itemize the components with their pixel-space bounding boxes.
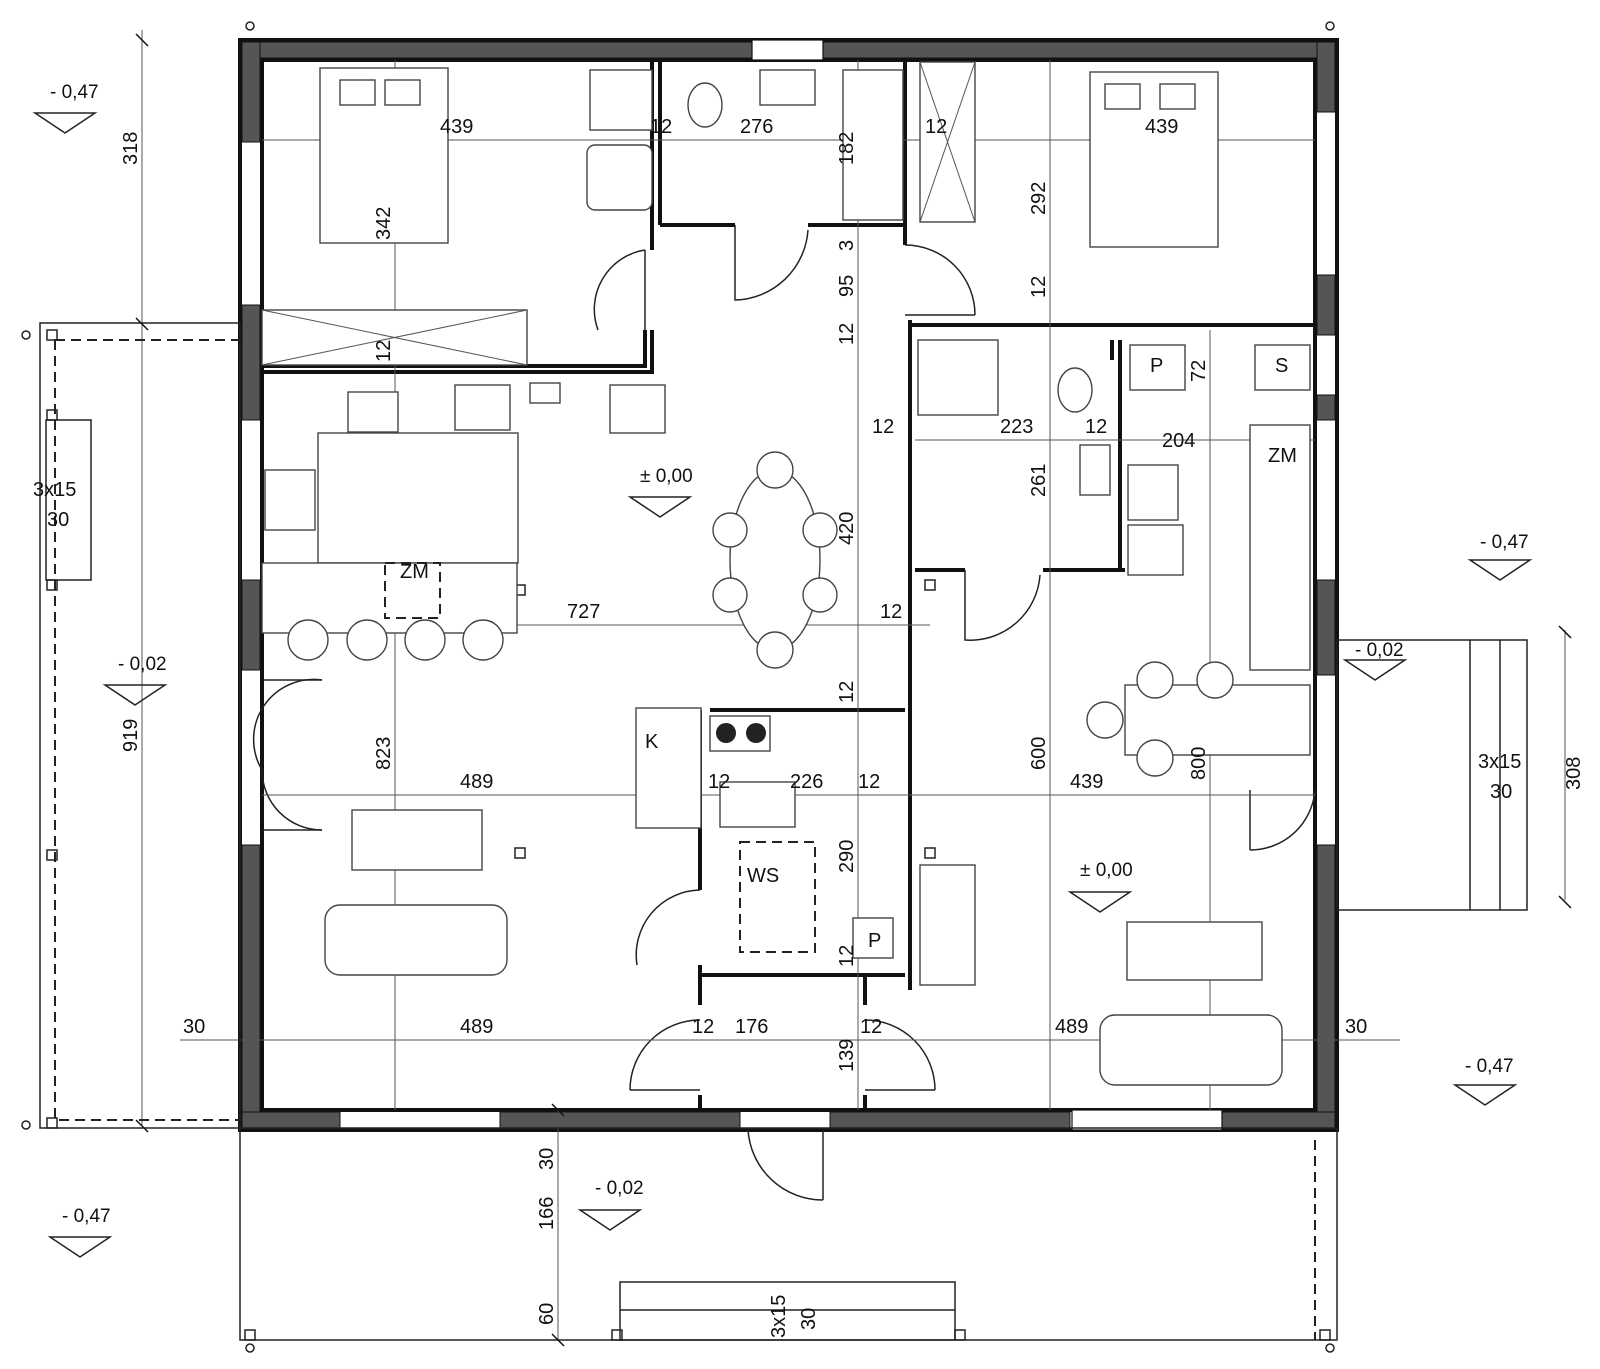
dim-boiler-wall-b: 12	[858, 771, 880, 793]
dim-terrace-30: 30	[536, 1148, 558, 1170]
dim-bottom-30-left: 30	[183, 1016, 205, 1038]
dim-overall-left-318: 318	[120, 132, 142, 165]
dim-bedroom-right-width: 439	[1145, 116, 1178, 138]
level-markers	[32, 112, 1533, 1258]
dim-living-727: 727	[567, 601, 600, 623]
boiler-room-fixtures	[635, 707, 976, 986]
dim-corridor-95: 95	[836, 275, 858, 297]
dim-living-right-439: 439	[1070, 771, 1103, 793]
dim-wc-wall: 12	[872, 416, 894, 438]
wc-fixtures	[917, 339, 1311, 496]
dim-wall-12-mid: 12	[880, 601, 902, 623]
kitchen-counter-icon	[261, 382, 666, 661]
dim-overall-right-308: 308	[1563, 757, 1585, 790]
fridge-main-label: ZM	[400, 561, 429, 583]
dim-terrace-166: 166	[536, 1197, 558, 1230]
dim-kitchen2-width: 204	[1162, 430, 1195, 452]
fridge-right-label: ZM	[1268, 445, 1297, 467]
dim-overall-left-919: 919	[120, 719, 142, 752]
boiler-room-label: K	[645, 731, 659, 753]
shower-label: WS	[747, 865, 779, 887]
stairs-bottom-top: 3x15	[768, 1295, 790, 1338]
dimension-ticks	[135, 33, 1572, 1347]
dim-terrace-60: 60	[536, 1303, 558, 1325]
level-ext-bottom-left: - 0,47	[62, 1206, 111, 1227]
dim-bath-wall-a: 12	[650, 116, 672, 138]
dining-table-icon	[712, 451, 838, 669]
corner-columns	[21, 21, 1335, 1353]
stairs-right-bottom: 30	[1490, 781, 1512, 803]
dim-bedroom-left-width: 439	[440, 116, 473, 138]
stairs-right-top: 3x15	[1478, 751, 1521, 773]
dim-kitchen-height: 420	[836, 512, 858, 545]
kitchen-right-icon	[1086, 424, 1311, 777]
laundry-wc-label: P	[1150, 355, 1163, 377]
dim-bath-width: 276	[740, 116, 773, 138]
dim-hall-139: 139	[836, 1039, 858, 1072]
dim-bottom-30-right: 30	[1345, 1016, 1367, 1038]
dim-bath-wall-b: 12	[925, 116, 947, 138]
sofa-left-icon	[324, 809, 508, 976]
level-terrace-left: - 0,02	[118, 654, 167, 675]
dim-corridor-3: 3	[836, 240, 858, 251]
dim-wall-12-right: 12	[1028, 276, 1050, 298]
laundry-bath-label: P	[868, 930, 881, 952]
exterior-walls	[238, 38, 1339, 1132]
wall-hatch	[241, 41, 1336, 1129]
dim-corridor-12: 12	[836, 323, 858, 345]
dim-pantry-12: 12	[836, 945, 858, 967]
dim-living-right-600: 600	[1028, 737, 1050, 770]
bed-right-icon	[1089, 71, 1219, 248]
bathroom-fixtures	[687, 61, 976, 223]
dim-boiler-wall: 12	[708, 771, 730, 793]
dim-bath-depth: 182	[836, 132, 858, 165]
dim-wc-width: 223	[1000, 416, 1033, 438]
sofa-right-icon	[1099, 921, 1283, 1086]
dim-bottom-489-right: 489	[1055, 1016, 1088, 1038]
dim-living-left-489: 489	[460, 771, 493, 793]
level-ext-right-bottom: - 0,47	[1465, 1056, 1514, 1077]
dim-wc-depth: 261	[1028, 464, 1050, 497]
doors	[252, 225, 1316, 1201]
dim-kitchen2-800: 800	[1188, 747, 1210, 780]
dim-boiler-width: 226	[790, 771, 823, 793]
level-terrace-right: - 0,02	[1355, 640, 1404, 661]
level-terrace-bottom: - 0,02	[595, 1178, 644, 1199]
dim-living-left-823: 823	[373, 737, 395, 770]
dim-hall-width: 176	[735, 1016, 768, 1038]
dim-hall-wall-a: 12	[692, 1016, 714, 1038]
level-floor-right: ± 0,00	[1080, 860, 1133, 881]
stairs-left-top: 3x15	[33, 479, 76, 501]
dim-bedroom-right-depth: 292	[1028, 182, 1050, 215]
dim-bottom-489-left: 489	[460, 1016, 493, 1038]
armchair-icon	[586, 69, 653, 211]
dim-boiler-depth: 290	[836, 840, 858, 873]
wardrobe-icon	[261, 309, 528, 366]
stairs-left-bottom: 30	[47, 509, 69, 531]
level-floor-main: ± 0,00	[640, 466, 693, 487]
bed-left-icon	[319, 67, 449, 244]
stairs-bottom-bottom: 30	[798, 1308, 820, 1330]
dim-wall-12-k: 12	[836, 681, 858, 703]
level-ext-top-left: - 0,47	[50, 82, 99, 103]
dim-wc-wall-b: 12	[1085, 416, 1107, 438]
dim-bedroom-left-depth: 342	[373, 207, 395, 240]
dim-hall-wall-b: 12	[860, 1016, 882, 1038]
post-markers	[46, 317, 1331, 1341]
dryer-label: S	[1275, 355, 1288, 377]
dim-pantry-72: 72	[1188, 360, 1210, 382]
dim-wall-12-left: 12	[373, 340, 395, 362]
level-ext-right-mid: - 0,47	[1480, 532, 1529, 553]
